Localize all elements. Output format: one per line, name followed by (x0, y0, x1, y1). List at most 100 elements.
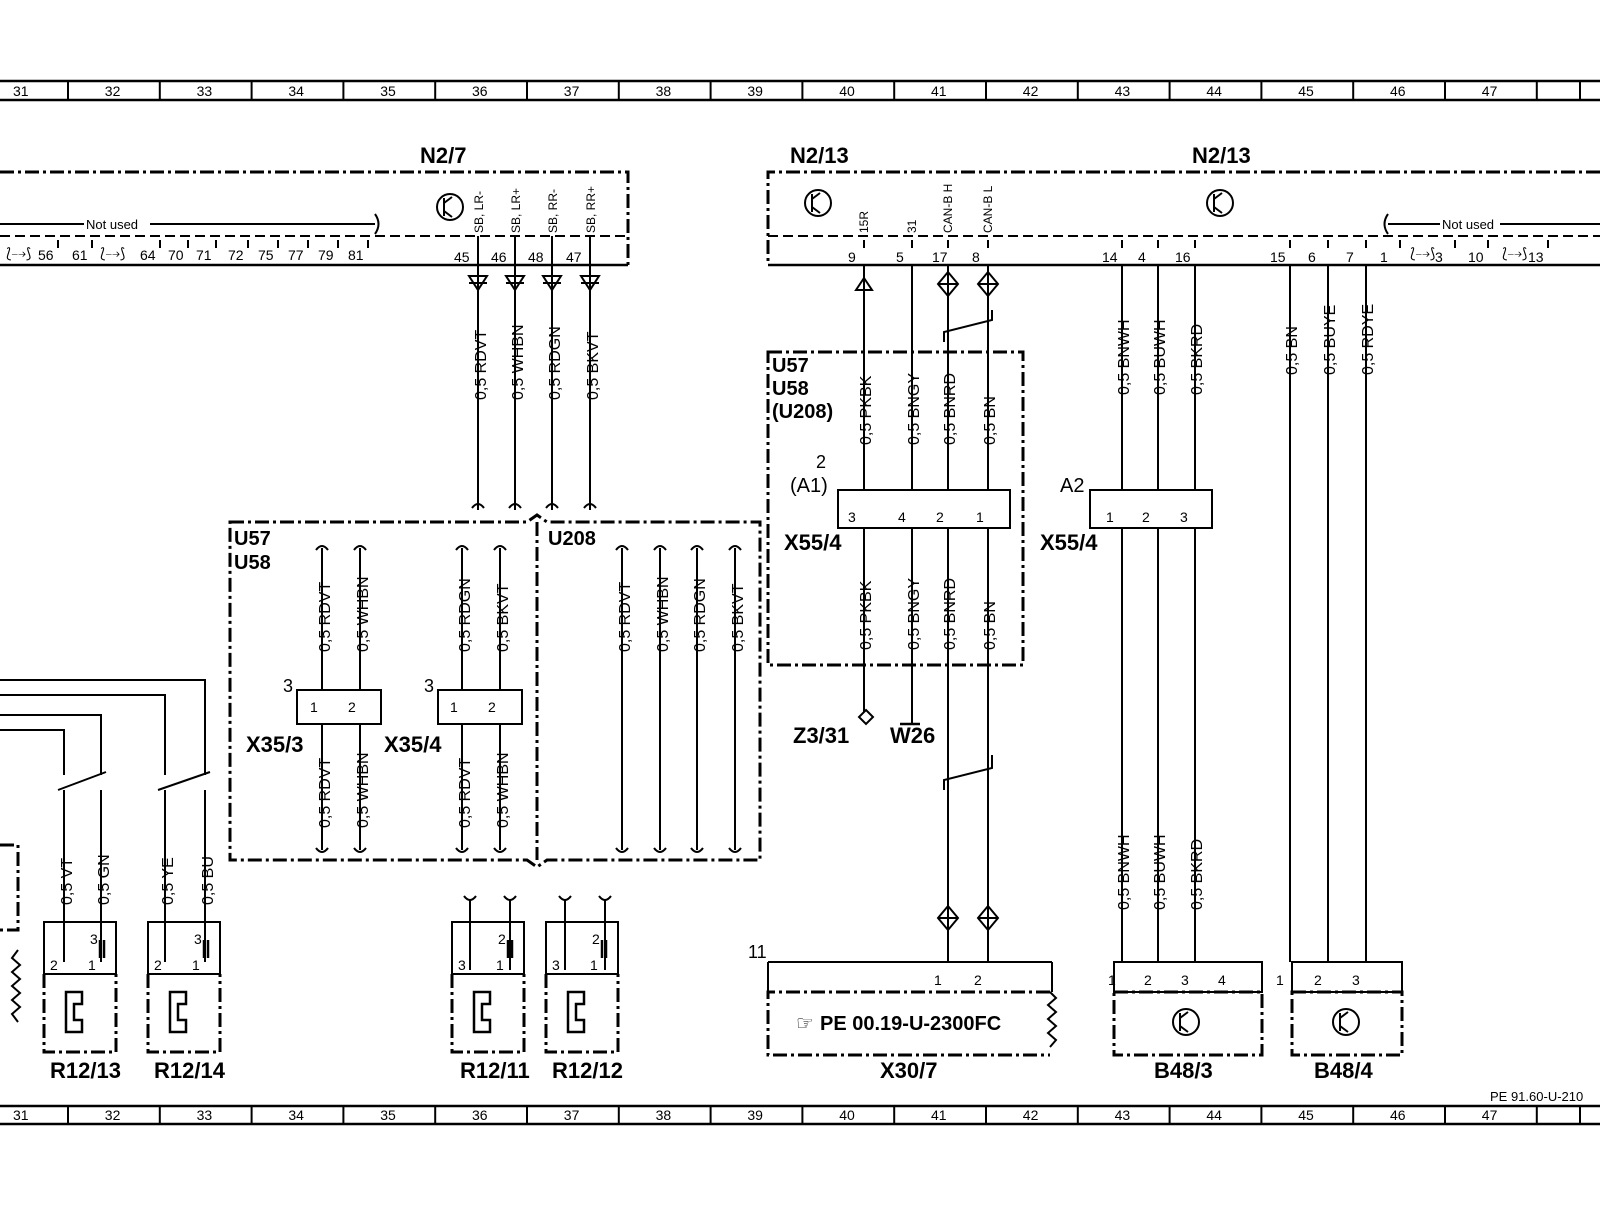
a2-label: A2 (1060, 475, 1084, 497)
pin-number: 1 (192, 957, 200, 973)
wire-label: 0,5 BNGY (906, 578, 923, 650)
pin-number: 3 (458, 957, 466, 973)
pin-number: 3 (1352, 972, 1360, 988)
pin-number: 56 (38, 247, 54, 263)
wire-label: 0,5 BN (1284, 326, 1301, 375)
column-number: 32 (105, 83, 121, 99)
wire-label: 0,5 RDVT (617, 582, 634, 652)
pin-number: 1 (496, 957, 504, 973)
wire-label: 0,5 YE (160, 857, 177, 905)
pin-number: 3 (552, 957, 560, 973)
wire-label: 0,5 WHBN (495, 752, 512, 828)
pin-number: 2 (488, 699, 496, 715)
u208-label: U208 (548, 528, 596, 550)
pin-number: 1 (1276, 972, 1284, 988)
pin-number: 17 (932, 249, 948, 265)
footer-reference: PE 91.60-U-210 (1490, 1089, 1583, 1104)
pin-number: 3 (1180, 509, 1188, 525)
x35-label: X35/4 (384, 732, 442, 757)
wire-label: 0,5 BKVT (585, 331, 602, 400)
b48-4-label: B48/4 (1314, 1058, 1373, 1083)
pin-number: 1 (1108, 972, 1116, 988)
n2-7-not-used: Not used (86, 217, 138, 232)
speaker-r12-12: R12/12 3 1 2 (544, 895, 623, 1083)
pin-number: 47 (566, 249, 582, 265)
pin-number: 15 (1270, 249, 1286, 265)
wire-label: 0,5 PKBK (858, 580, 875, 650)
pin-number: 1 (88, 957, 96, 973)
pin-number: 2 (50, 957, 58, 973)
pin-number: 13 (1528, 249, 1544, 265)
wire-label: 0,5 RDVT (317, 758, 334, 828)
wire-label: 0,5 GN (96, 854, 113, 905)
pin-number: 3 (194, 931, 202, 947)
wire-label: 0,5 WHBN (655, 576, 672, 652)
pin-number: 2 (154, 957, 162, 973)
block-u58: U58 (772, 378, 809, 400)
connector-num: 3 (283, 676, 293, 696)
column-number: 43 (1115, 1107, 1131, 1123)
wire-label: 0,5 BKRD (1189, 839, 1206, 910)
column-number: 40 (839, 1107, 855, 1123)
n2-13-label-left: N2/13 (790, 143, 849, 168)
column-number: 38 (656, 1107, 672, 1123)
pin-number: 2 (1144, 972, 1152, 988)
wire-label: 0,5 RDVT (317, 582, 334, 652)
column-number: 33 (197, 1107, 213, 1123)
pin-number: 79 (318, 247, 334, 263)
column-number: 39 (747, 1107, 763, 1123)
pin-number: 4 (898, 509, 906, 525)
speaker-label: R12/14 (154, 1058, 226, 1083)
bridge-icon: ⟅⤍⟆ (6, 245, 31, 261)
column-number: 43 (1115, 83, 1131, 99)
pin-number: 48 (528, 249, 544, 265)
transistor-icon (1172, 1008, 1200, 1036)
pin-number: 3 (90, 931, 98, 947)
wire-label: 0,5 RDGN (457, 578, 474, 652)
column-number: 31 (13, 1107, 29, 1123)
column-number: 31 (13, 83, 29, 99)
pin-number: 2 (592, 931, 600, 947)
wire-label: 0,5 VT (59, 858, 76, 905)
x30-7-ref[interactable]: PE 00.19-U-2300FC (820, 1013, 1001, 1035)
pin-number: 2 (1142, 509, 1150, 525)
x55-4-right-label: X55/4 (1040, 530, 1098, 555)
pin-number: 1 (590, 957, 598, 973)
pin-number: 3 (1435, 249, 1443, 265)
transistor-icon (1206, 189, 1234, 217)
column-number: 34 (288, 83, 304, 99)
signal-label: CAN-B L (981, 185, 995, 233)
wire-label: 0,5 BN (982, 396, 999, 445)
wire-label: 0,5 WHBN (510, 324, 527, 400)
hand-icon: ☞ (796, 1013, 814, 1035)
u58-label: U58 (234, 552, 271, 574)
speaker-label: R12/12 (552, 1058, 623, 1083)
a1-label: (A1) (790, 475, 828, 497)
signal-label: SB, LR+ (509, 188, 523, 233)
wire-label: 0,5 RDGN (547, 326, 564, 400)
u57-x55-block: U57 U58 (U208) (A1) 2 X55/4 0,5 PKBK0,5 … (766, 265, 1025, 962)
column-number: 38 (656, 83, 672, 99)
pin-number: 2 (936, 509, 944, 525)
pin-number: 77 (288, 247, 304, 263)
column-number: 35 (380, 1107, 396, 1123)
pin-number: 1 (1106, 509, 1114, 525)
speaker-label: R12/11 (460, 1058, 530, 1083)
pin-number: 1 (934, 972, 942, 988)
speaker-r12-14: R12/14 2 1 3 (146, 921, 226, 1083)
pin-number: 2 (1314, 972, 1322, 988)
pin-number: 3 (848, 509, 856, 525)
column-number: 46 (1390, 1107, 1406, 1123)
bridge-icon: ⟅⤍⟆ (100, 245, 125, 261)
column-number: 32 (105, 1107, 121, 1123)
speaker-icon (472, 990, 492, 1034)
pin-number: 2 (348, 699, 356, 715)
pin-number: 14 (1102, 249, 1118, 265)
wire-label: 0,5 BU (200, 856, 217, 905)
column-number: 44 (1206, 83, 1222, 99)
transistor-icon (436, 193, 464, 221)
transistor-icon (804, 189, 832, 217)
